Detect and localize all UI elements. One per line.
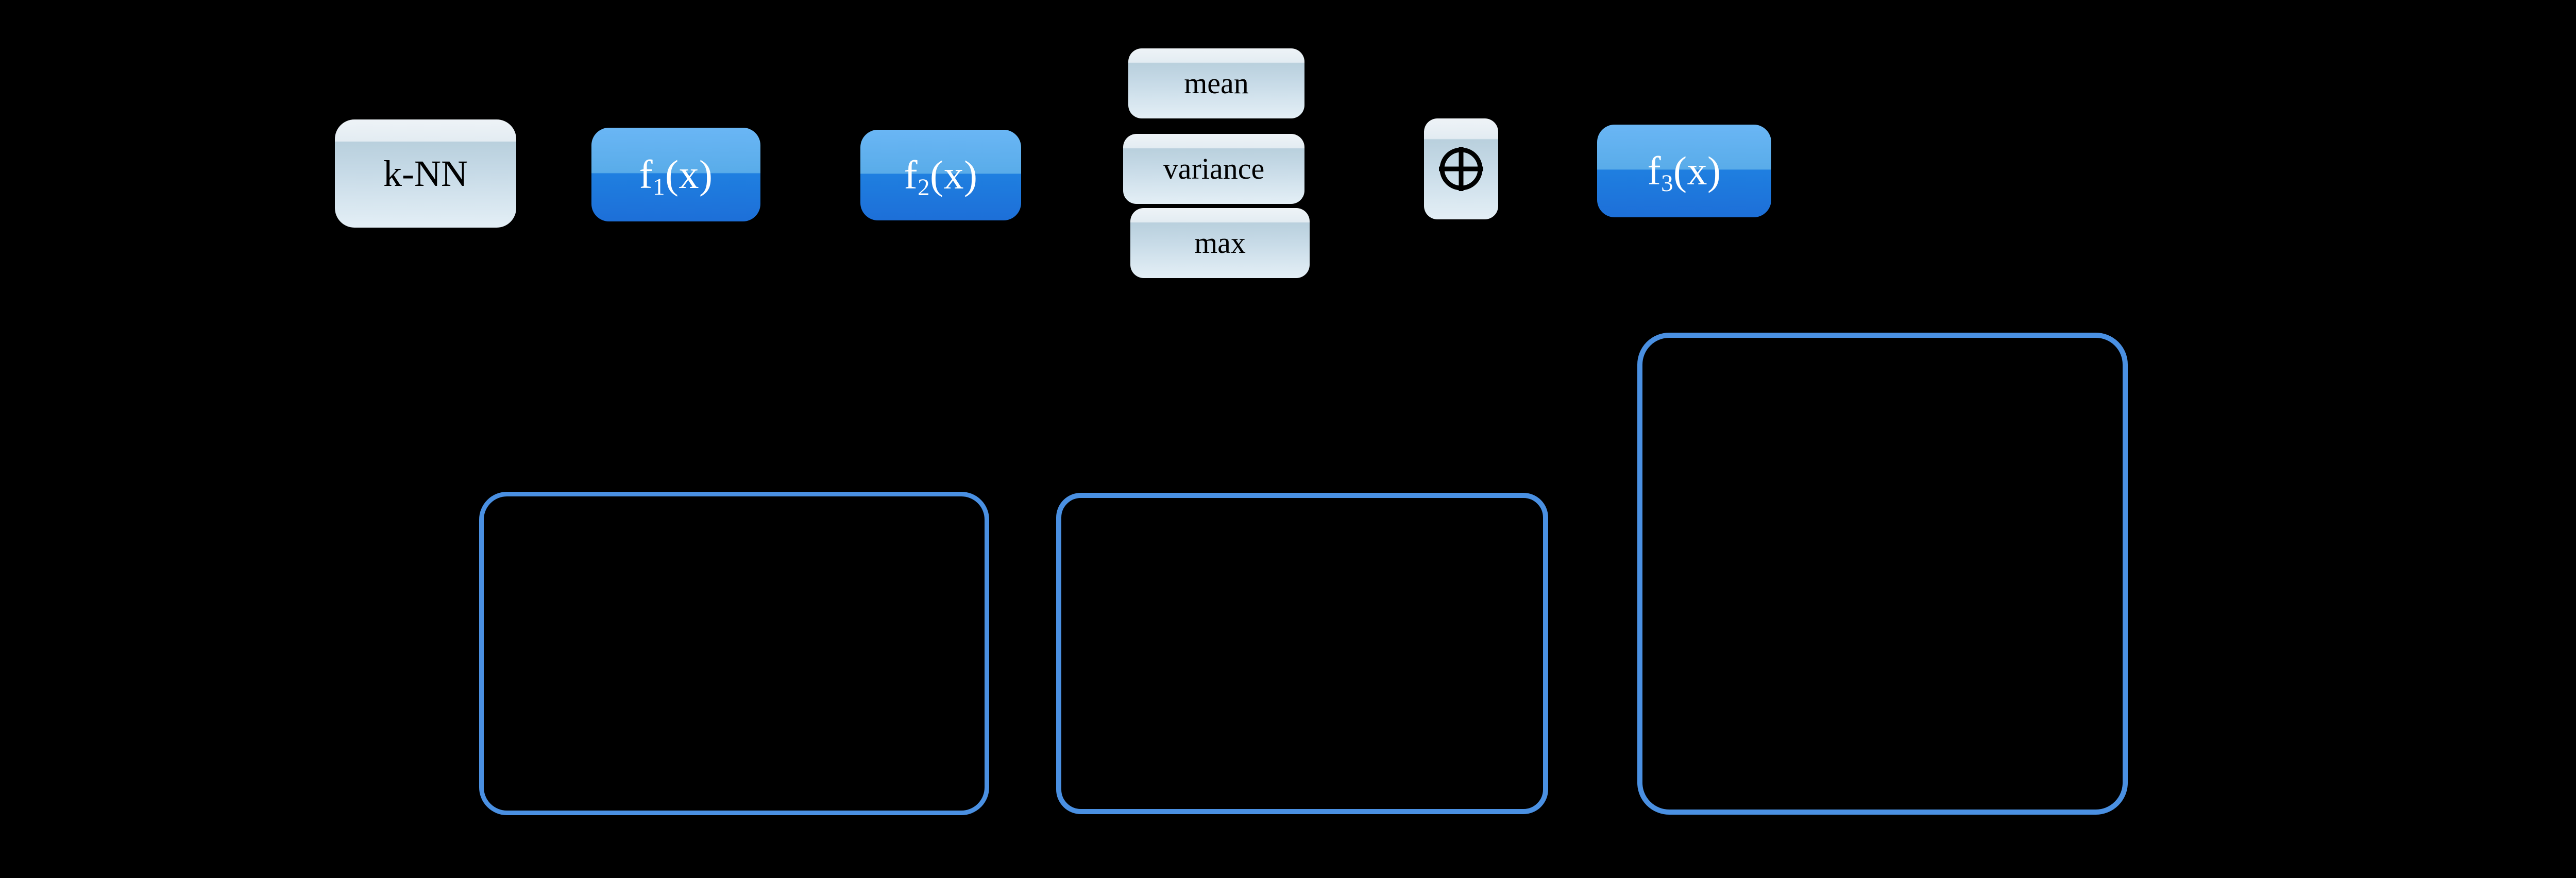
node-max[interactable]: max bbox=[1130, 208, 1310, 278]
node-variance-label: variance bbox=[1163, 152, 1265, 185]
node-f2-base: f bbox=[904, 152, 918, 197]
node-f1[interactable]: f1(x) bbox=[591, 128, 760, 221]
node-f3-suffix: (x) bbox=[1673, 148, 1721, 193]
node-max-label: max bbox=[1194, 226, 1246, 260]
node-f2[interactable]: f2(x) bbox=[860, 130, 1021, 220]
node-f3-subscript: 3 bbox=[1661, 170, 1673, 197]
node-f3-base: f bbox=[1647, 148, 1662, 193]
node-f1-label: f1(x) bbox=[639, 152, 713, 199]
node-f3[interactable]: f3(x) bbox=[1597, 125, 1771, 217]
node-f2-subscript: 2 bbox=[918, 174, 930, 201]
node-f1-suffix: (x) bbox=[665, 152, 713, 197]
node-f1-base: f bbox=[639, 152, 653, 197]
circled-plus-icon bbox=[1436, 144, 1486, 194]
region-frame-2 bbox=[1056, 493, 1548, 814]
node-mean[interactable]: mean bbox=[1128, 48, 1304, 118]
node-f1-subscript: 1 bbox=[653, 174, 665, 201]
node-f2-label: f2(x) bbox=[904, 152, 978, 200]
node-knn-label: k-NN bbox=[383, 153, 468, 194]
node-variance[interactable]: variance bbox=[1123, 134, 1304, 204]
node-f3-label: f3(x) bbox=[1647, 148, 1721, 196]
node-mean-label: mean bbox=[1184, 66, 1249, 100]
node-knn[interactable]: k-NN bbox=[335, 119, 516, 228]
region-frame-3 bbox=[1637, 333, 2128, 815]
region-frame-1 bbox=[479, 492, 989, 815]
node-aggregation-oplus[interactable] bbox=[1424, 118, 1498, 219]
node-f2-suffix: (x) bbox=[929, 152, 978, 197]
